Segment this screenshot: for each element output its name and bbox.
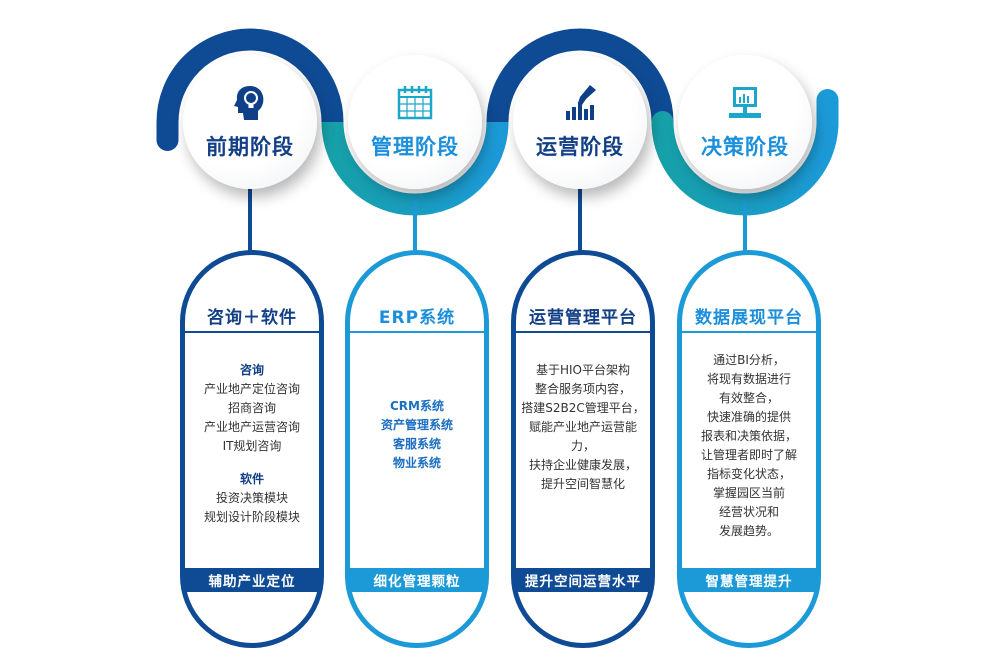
list-item: 通过BI分析， xyxy=(713,353,785,367)
card-erp: ERP系统 CRM系统 资产管理系统 客服系统 物业系统 细化管理颗粒 xyxy=(345,250,489,648)
list-item: 招商咨询 xyxy=(227,401,276,415)
list-item: 客服系统 xyxy=(392,437,441,451)
computer-monitor-chart-icon xyxy=(729,87,761,118)
arc-3 xyxy=(486,28,674,123)
stage-title: 前期阶段 xyxy=(206,135,294,159)
list-item: IT规划咨询 xyxy=(222,439,282,453)
list-item: 规划设计阶段模块 xyxy=(203,510,300,524)
card-body: CRM系统 资产管理系统 客服系统 物业系统 xyxy=(354,397,480,563)
stage-title: 运营阶段 xyxy=(536,135,624,159)
calendar-check-icon xyxy=(397,86,433,120)
group-title: 软件 xyxy=(239,472,264,486)
head-lightbulb-icon xyxy=(234,86,264,120)
card-header: 数据展现平台 xyxy=(682,299,816,333)
card-header: 运营管理平台 xyxy=(516,299,650,333)
stage-title: 管理阶段 xyxy=(371,135,459,159)
hand-bar-chart-icon xyxy=(566,85,596,120)
list-item: 报表和决策依据， xyxy=(700,429,797,443)
card-body: 基于HIO平台架构 整合服务项内容， 搭建S2B2C管理平台， 赋能产业地产运营… xyxy=(520,361,646,563)
arc-1 xyxy=(156,28,344,151)
list-item: CRM系统 xyxy=(390,399,444,413)
list-item: 掌握园区当前 xyxy=(712,486,785,500)
list-item: 投资决策模块 xyxy=(215,491,288,505)
card-footer: 智慧管理提升 xyxy=(682,568,816,592)
card-data-platform: 数据展现平台 通过BI分析， 将现有数据进行 有效整合， 快速准确的提供 报表和… xyxy=(677,250,821,648)
card-consulting-software: 咨询＋软件 咨询 产业地产定位咨询 招商咨询 产业地产运营咨询 IT规划咨询 软… xyxy=(180,250,324,648)
list-item: 提升空间智慧化 xyxy=(540,477,625,491)
stage-circle-2: 管理阶段 xyxy=(348,55,482,189)
card-header: 咨询＋软件 xyxy=(185,299,319,333)
list-item: 物业系统 xyxy=(392,456,441,470)
card-operation-platform: 运营管理平台 基于HIO平台架构 整合服务项内容， 搭建S2B2C管理平台， 赋… xyxy=(511,250,655,648)
stage-circle-1: 前期阶段 xyxy=(183,55,317,189)
card-header: ERP系统 xyxy=(350,299,484,333)
list-item: 扶持企业健康发展， xyxy=(528,458,637,472)
list-item: 基于HIO平台架构 xyxy=(535,363,630,377)
list-item: 快速准确的提供 xyxy=(706,410,791,424)
list-item: 产业地产定位咨询 xyxy=(203,382,300,396)
list-item: 将现有数据进行 xyxy=(706,372,791,386)
list-item: 让管理者即时了解 xyxy=(700,448,797,462)
card-body: 咨询 产业地产定位咨询 招商咨询 产业地产运营咨询 IT规划咨询 软件 投资决策… xyxy=(189,361,315,563)
group-title: 咨询 xyxy=(239,363,264,377)
list-item: 有效整合， xyxy=(718,391,779,405)
stage-circle-3: 运营阶段 xyxy=(513,55,647,189)
card-body: 通过BI分析， 将现有数据进行 有效整合， 快速准确的提供 报表和决策依据， 让… xyxy=(686,351,812,563)
list-item: 资产管理系统 xyxy=(380,418,453,432)
list-item: 搭建S2B2C管理平台， xyxy=(521,401,645,415)
list-item: 发展趋势。 xyxy=(718,524,779,538)
stage-circle-4: 决策阶段 xyxy=(678,55,812,189)
list-item: 经营状况和 xyxy=(718,505,779,519)
arc-4 xyxy=(651,89,839,216)
card-footer: 提升空间运营水平 xyxy=(516,568,650,592)
card-footer: 细化管理颗粒 xyxy=(350,568,484,592)
stage-title: 决策阶段 xyxy=(701,135,789,159)
list-item: 指标变化状态， xyxy=(706,467,791,481)
list-item: 整合服务项内容， xyxy=(534,382,631,396)
card-footer: 辅助产业定位 xyxy=(185,568,319,592)
list-item: 产业地产运营咨询 xyxy=(203,420,300,434)
list-item: 赋能产业地产运营能力， xyxy=(528,420,637,453)
